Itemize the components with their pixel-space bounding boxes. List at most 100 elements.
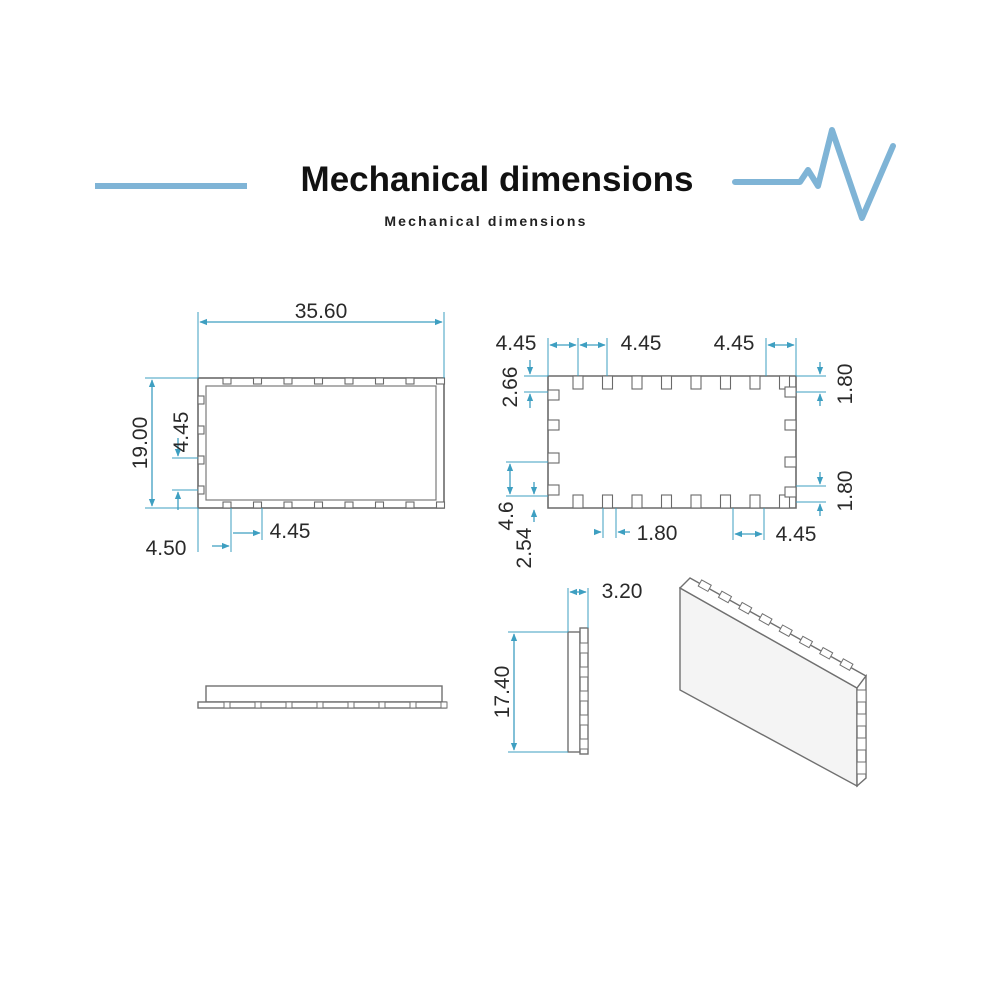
page-subtitle: Mechanical dimensions — [384, 213, 587, 229]
pad-left — [547, 419, 560, 431]
pad-left — [547, 484, 560, 496]
side-pin — [579, 738, 589, 750]
iso-castellation — [738, 601, 753, 615]
castellation-top — [283, 377, 293, 385]
pad-bottom — [631, 494, 643, 509]
left-lower-label: 2.54 — [513, 527, 536, 568]
side-pin-row — [579, 642, 589, 750]
left-top-label: 2.66 — [499, 367, 522, 408]
left-pitch-label: 4.45 — [170, 412, 193, 453]
front-pin — [316, 701, 324, 709]
heartbeat-wave-icon — [732, 127, 896, 221]
bottom-pitch-label: 4.45 — [270, 520, 311, 543]
iso-castellation — [839, 658, 854, 671]
pad-bottom — [719, 494, 732, 509]
iso-side-castellation — [856, 713, 867, 727]
pad-bottom — [572, 494, 584, 509]
pad-right — [784, 486, 797, 498]
front-pin — [347, 701, 355, 709]
castellation-row — [197, 377, 446, 509]
front-view — [197, 685, 448, 709]
castellation-bottom — [222, 501, 232, 509]
pad-top — [660, 375, 673, 390]
side-view: 3.20 17.40 — [491, 580, 643, 755]
castellation-left — [197, 395, 205, 405]
front-pin — [285, 701, 293, 709]
front-pin — [378, 701, 386, 709]
iso-castellation — [697, 579, 712, 593]
pad-top — [572, 375, 584, 390]
bottom-mid-label: 1.80 — [637, 522, 678, 545]
pad-top — [690, 375, 702, 390]
iso-side-castellation — [856, 737, 867, 751]
iso-castellation — [819, 646, 834, 660]
castellation-top — [344, 377, 354, 385]
iso-castellation — [758, 613, 773, 626]
thickness-label: 3.20 — [602, 580, 643, 603]
pad-outline — [547, 375, 797, 509]
castellation-left — [197, 455, 205, 465]
right-bottom-label: 1.80 — [834, 471, 857, 512]
pad-bottom — [690, 494, 702, 509]
castellation-top — [405, 377, 415, 385]
side-height-label: 17.40 — [491, 666, 514, 719]
iso-castellation-row — [697, 579, 867, 775]
iso-castellation — [717, 590, 733, 604]
front-pin — [409, 701, 417, 709]
castellation-bottom — [252, 501, 263, 509]
module-inner-outline — [205, 385, 437, 501]
castellation-top — [435, 377, 446, 385]
pad-right — [784, 419, 797, 431]
top-left-pitch-label: 4.45 — [496, 332, 537, 355]
left-bottom-label: 4.6 — [495, 501, 518, 530]
pad-bottom — [749, 494, 761, 509]
castellation-bottom — [374, 501, 385, 509]
right-top-label: 1.80 — [834, 364, 857, 405]
front-pin — [254, 701, 262, 709]
pad-top — [631, 375, 643, 390]
castellation-bottom — [283, 501, 293, 509]
castellation-left — [197, 425, 205, 435]
side-pin — [579, 642, 589, 654]
castellation-bottom — [435, 501, 446, 509]
front-pin — [223, 701, 231, 709]
pad-right — [784, 386, 797, 398]
bottom-right-label: 4.45 — [776, 523, 817, 546]
side-pin — [579, 690, 589, 702]
height-label: 19.00 — [129, 417, 152, 470]
iso-side-castellation — [856, 689, 867, 703]
iso-castellation — [778, 624, 793, 638]
pad-left — [547, 389, 560, 401]
pad-left — [547, 452, 560, 464]
pad-view: 4.45 4.45 4.45 2.66 1.80 1.80 4.6 2.54 — [495, 332, 857, 568]
pad-top — [749, 375, 761, 390]
castellation-top — [252, 377, 263, 385]
front-pin — [440, 701, 448, 709]
castellation-bottom — [344, 501, 354, 509]
iso-side-edge — [856, 673, 867, 788]
top-view: 35.60 19.00 4.45 4.50 4.45 — [129, 300, 446, 560]
iso-castellation — [798, 635, 814, 649]
pad-bottom — [601, 494, 614, 509]
iso-side-castellation — [856, 761, 867, 775]
castellation-top — [374, 377, 385, 385]
width-label: 35.60 — [295, 300, 348, 323]
castellation-left — [197, 485, 205, 495]
header: Mechanical dimensions Mechanical dimensi… — [95, 127, 896, 229]
header-left-rule — [95, 183, 247, 189]
pad-top — [601, 375, 614, 390]
castellation-bottom — [313, 501, 324, 509]
top-right-pitch-label: 4.45 — [714, 332, 755, 355]
isometric-view — [678, 577, 868, 788]
castellation-bottom — [405, 501, 415, 509]
side-body — [567, 631, 581, 753]
pad-top — [719, 375, 732, 390]
pad-row — [547, 375, 797, 509]
castellation-top — [313, 377, 324, 385]
pad-right — [784, 456, 797, 468]
castellation-top — [222, 377, 232, 385]
front-body — [205, 685, 443, 703]
bottom-offset-label: 4.50 — [146, 537, 187, 560]
side-pin — [579, 666, 589, 678]
